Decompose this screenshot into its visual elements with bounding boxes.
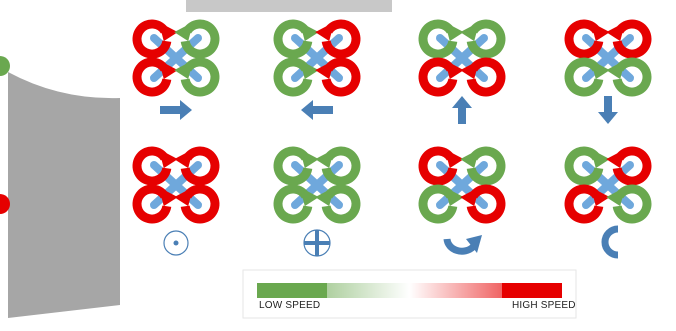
rotor-icon: [174, 184, 220, 224]
background-decor: [0, 0, 392, 318]
rotor-icon: [460, 184, 506, 224]
rotor-icon: [315, 184, 361, 224]
legend-high-label: HIGH SPEED: [512, 300, 576, 311]
top-bar: [186, 0, 392, 12]
rotate-ccw-icon: [601, 225, 619, 259]
rotor-icon: [564, 19, 610, 59]
rotor-icon: [460, 57, 506, 97]
arrow-up-icon: [452, 96, 472, 124]
rotor-icon: [606, 146, 652, 186]
rotor-icon: [174, 146, 220, 186]
maneuver-quadcopter: [418, 19, 506, 124]
partial-rotor-high: [0, 194, 10, 214]
arrow-left-icon: [301, 100, 333, 120]
maneuver-quadcopter: [132, 146, 220, 256]
rotor-icon: [273, 19, 319, 59]
rotor-icon: [174, 57, 220, 97]
rotor-icon: [174, 19, 220, 59]
maneuver-quadcopter: [132, 19, 220, 120]
rotor-icon: [132, 19, 178, 59]
rotor-icon: [418, 146, 464, 186]
rotor-icon: [460, 146, 506, 186]
rotor-icon: [315, 146, 361, 186]
maneuver-quadcopter: [564, 146, 652, 259]
rotor-icon: [606, 19, 652, 59]
partial-rotor-low: [0, 56, 10, 76]
rotor-icon: [418, 184, 464, 224]
arrow-down-icon: [598, 96, 618, 124]
low-speed-swatch: [257, 283, 327, 298]
arrow-right-icon: [160, 100, 192, 120]
maneuver-grid: [132, 19, 652, 259]
hover-cross-icon: [303, 229, 331, 257]
rotor-icon: [564, 184, 610, 224]
maneuver-quadcopter: [564, 19, 652, 124]
rotor-icon: [273, 184, 319, 224]
rotor-icon: [460, 19, 506, 59]
rotor-icon: [132, 146, 178, 186]
rotor-icon: [564, 57, 610, 97]
rotor-icon: [315, 57, 361, 97]
rotor-icon: [418, 57, 464, 97]
rotor-icon: [315, 19, 361, 59]
high-speed-swatch: [502, 283, 562, 298]
speed-gradient-bar: [257, 283, 562, 298]
rotor-icon: [606, 184, 652, 224]
rotor-icon: [132, 184, 178, 224]
rotor-icon: [564, 146, 610, 186]
maneuver-quadcopter: [273, 19, 361, 120]
left-panel: [8, 72, 120, 318]
maneuver-quadcopter: [273, 146, 361, 257]
rotor-icon: [606, 57, 652, 97]
rotate-cw-icon: [443, 235, 482, 255]
rotor-icon: [273, 146, 319, 186]
rotor-icon: [273, 57, 319, 97]
speed-legend: [242, 269, 577, 319]
legend-low-label: LOW SPEED: [259, 300, 321, 311]
hover-dot-icon: [163, 230, 189, 256]
maneuver-quadcopter: [418, 146, 506, 255]
rotor-icon: [132, 57, 178, 97]
rotor-icon: [418, 19, 464, 59]
